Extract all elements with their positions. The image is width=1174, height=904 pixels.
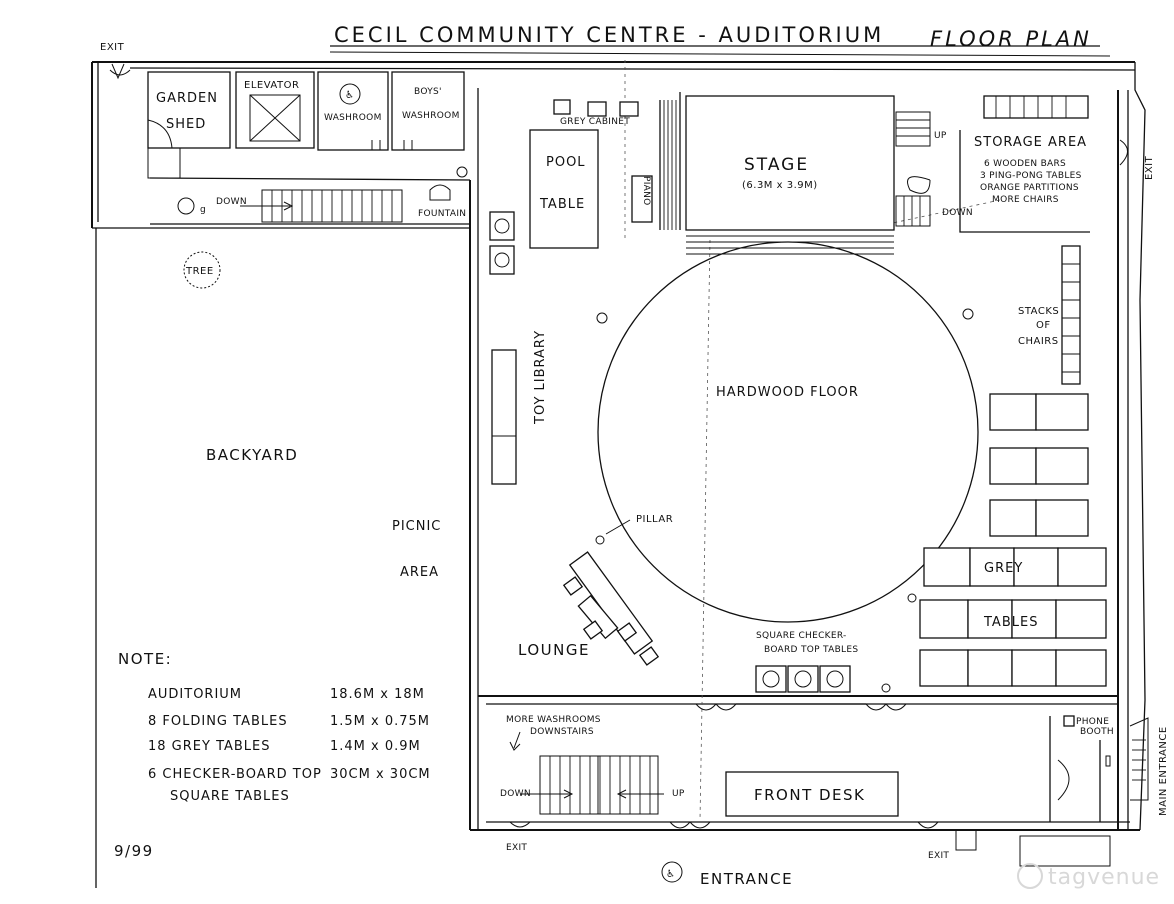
storage-label: STORAGE AREA: [974, 135, 1087, 150]
storage-area: STORAGE AREA 6 WOODEN BARS 3 PING-PONG T…: [959, 95, 1090, 233]
lounge: LOUNGE: [518, 551, 660, 666]
exit-right: EXIT: [1119, 139, 1155, 180]
picnic-label: PICNIC: [392, 519, 441, 534]
note-item-1: AUDITORIUM: [148, 687, 242, 702]
down-label-1: DOWN: [216, 197, 247, 207]
area-label: AREA: [400, 565, 439, 580]
lounge-label: LOUNGE: [518, 641, 590, 659]
stacks-of-chairs: STACKS OF CHAIRS: [1018, 245, 1081, 385]
checker-label-2: BOARD TOP TABLES: [764, 645, 858, 655]
stage: PIANO STAGE (6.3M x 3.9M) UP DOWN: [631, 92, 973, 255]
stacks-label-1: STACKS: [1018, 306, 1059, 317]
lobby: MORE WASHROOMS DOWNSTAIRS DOWN UP: [500, 703, 1114, 822]
stacks-label-2: OF: [1036, 320, 1051, 331]
more-washrooms-label-1: MORE WASHROOMS: [506, 715, 601, 725]
main-entrance-label: MAIN ENTRANCE: [1158, 726, 1169, 816]
storage-item-1: 6 WOODEN BARS: [984, 159, 1066, 169]
checker-label-1: SQUARE CHECKER-: [756, 631, 847, 641]
note-item-4: 6 CHECKER-BOARD TOP: [148, 767, 322, 782]
grey-tables-label-1: GREY: [984, 561, 1023, 576]
title-sub: FLOOR PLAN: [930, 27, 1092, 51]
stage-size: (6.3M x 3.9M): [742, 180, 818, 191]
accessible-icon: ♿: [345, 90, 354, 101]
bottom-doors: EXIT ♿ ENTRANCE EXIT: [506, 821, 1111, 888]
svg-text:g: g: [200, 205, 206, 215]
tree-label: TREE: [185, 266, 214, 277]
storage-item-3: ORANGE PARTITIONS: [980, 183, 1079, 193]
note-item-2: 8 FOLDING TABLES: [148, 714, 288, 729]
up-label-lobby: UP: [672, 789, 685, 799]
toy-library-label: TOY LIBRARY: [533, 330, 548, 425]
note-item-3: 18 GREY TABLES: [148, 739, 271, 754]
note-size-1: 18.6M x 18M: [330, 687, 425, 702]
plan-title: CECIL COMMUNITY CENTRE - AUDITORIUM FLOO…: [329, 23, 1111, 57]
toy-library: TOY LIBRARY: [491, 330, 548, 485]
exit-top-left: EXIT: [100, 42, 131, 80]
grey-tables: GREY TABLES: [919, 393, 1107, 687]
exit-bottom-right-label: EXIT: [928, 851, 949, 861]
phone-booth-label-1: PHONE: [1076, 717, 1109, 727]
garden-shed-label-1: GARDEN: [156, 91, 218, 106]
outer-walls: [91, 60, 1146, 888]
main-entrance: MAIN ENTRANCE: [1129, 717, 1169, 816]
storage-item-2: 3 PING-PONG TABLES: [980, 171, 1082, 181]
hardwood-floor-label: HARDWOOD FLOOR: [716, 385, 859, 400]
exit-right-label: EXIT: [1144, 155, 1155, 180]
checkerboard-tables: SQUARE CHECKER- BOARD TOP TABLES: [755, 631, 858, 693]
notes-heading: NOTE:: [118, 650, 172, 668]
boys-washroom-label-1: BOYS': [414, 87, 442, 97]
notes: NOTE: AUDITORIUM 18.6M x 18M 8 FOLDING T…: [114, 650, 431, 860]
pool-label-1: POOL: [546, 155, 586, 170]
garden-shed-label-2: SHED: [166, 117, 206, 132]
entrance-accessible-icon: ♿: [666, 869, 675, 880]
more-washrooms-label-2: DOWNSTAIRS: [530, 727, 594, 737]
stairs-left: [240, 189, 403, 223]
down-label-stage: DOWN: [942, 208, 973, 218]
exit-label: EXIT: [100, 42, 125, 53]
elevator-label: ELEVATOR: [244, 80, 299, 91]
boys-washroom-label-2: WASHROOM: [402, 111, 460, 121]
stacks-label-3: CHAIRS: [1018, 336, 1059, 347]
title-main: CECIL COMMUNITY CENTRE - AUDITORIUM: [334, 23, 884, 47]
down-label-lobby: DOWN: [500, 789, 531, 799]
grey-tables-label-2: TABLES: [983, 615, 1038, 630]
stage-label: STAGE: [744, 155, 809, 175]
phone-booth-label-2: BOOTH: [1080, 727, 1114, 737]
watermark: tagvenue: [1017, 863, 1160, 890]
watermark-text: tagvenue: [1048, 865, 1160, 890]
entrance-label: ENTRANCE: [700, 870, 793, 888]
note-size-4: 30CM x 30CM: [330, 767, 431, 782]
note-item-5: SQUARE TABLES: [170, 789, 290, 804]
pool-area: POOL TABLE GREY CABINET: [489, 99, 639, 275]
fountain-label: FOUNTAIN: [418, 209, 466, 219]
washroom-label: WASHROOM: [324, 113, 382, 123]
backyard-label: BACKYARD: [206, 446, 298, 464]
note-size-2: 1.5M x 0.75M: [330, 714, 430, 729]
top-left-rooms: GARDEN SHED ELEVATOR ♿ WASHROOM BOYS' WA…: [147, 71, 471, 225]
hardwood-floor: HARDWOOD FLOOR PILLAR: [595, 241, 979, 693]
pillar-label: PILLAR: [636, 514, 673, 525]
date-label: 9/99: [114, 842, 154, 860]
note-size-3: 1.4M x 0.9M: [330, 739, 421, 754]
exit-bottom-left-label: EXIT: [506, 843, 527, 853]
backyard: TREE BACKYARD PICNIC AREA: [183, 251, 441, 580]
grey-cabinet-label: GREY CABINET: [560, 117, 630, 127]
pool-label-2: TABLE: [539, 197, 585, 212]
piano-label: PIANO: [641, 176, 651, 206]
front-desk-label: FRONT DESK: [754, 786, 865, 804]
storage-item-4: MORE CHAIRS: [992, 195, 1059, 205]
up-label-stage: UP: [934, 131, 947, 141]
stairs-lobby: [520, 755, 664, 815]
